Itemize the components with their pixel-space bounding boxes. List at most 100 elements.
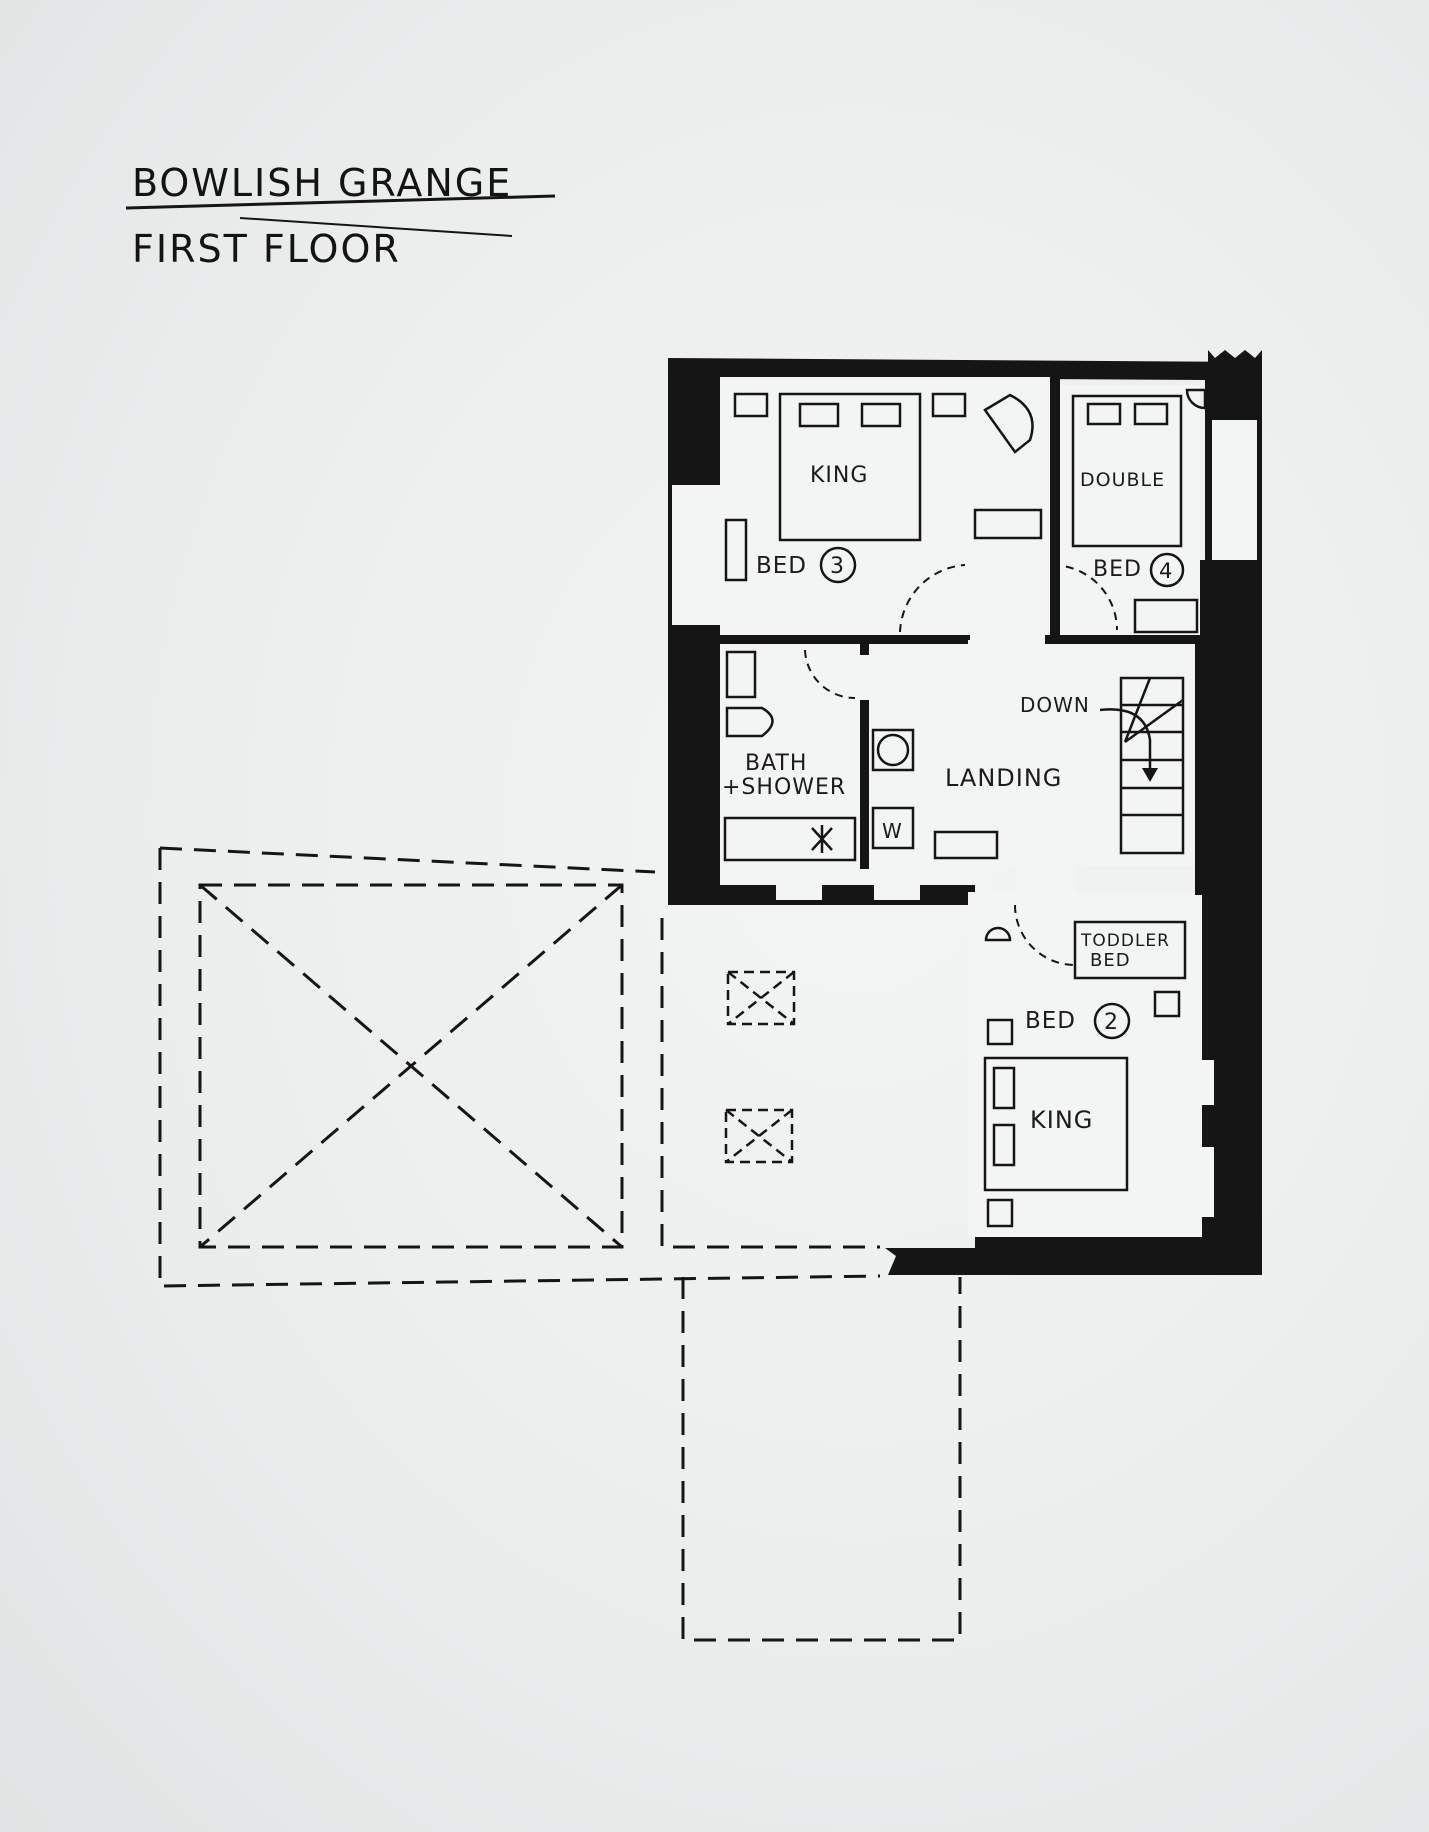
bed2-door-swing [1014,904,1076,966]
bed2-furniture [983,920,1187,1228]
landing-fixtures [871,676,1185,860]
bed2-bedside-3 [986,1198,1014,1228]
bed3-floor [720,377,1050,635]
bed4-number: 4 [1159,559,1173,583]
bed3-pillow-1 [798,402,840,428]
south-window-2 [874,870,920,900]
stair-treads [1121,677,1184,817]
bed4-pillow-1 [1086,402,1122,426]
roof-outline-left [158,848,881,1288]
bed3-doorway [970,633,1045,646]
cylinder-circle [876,733,910,767]
bed3-bedside-1 [733,392,769,418]
bathroom-label-line2: +SHOWER [722,775,846,800]
bed4-door-swing [1051,564,1118,631]
bed3-bedside-2 [931,392,967,418]
title-floor-name: FIRST FLOOR [132,227,401,271]
bed3-furniture [724,392,1043,582]
roof-inner-square [198,883,624,1249]
bed3-number-circle [819,546,857,584]
east-window [1212,420,1257,560]
washer-cupboard [871,806,915,850]
wall-bed4-landing [1045,635,1205,644]
bed4-corner-fitting [1185,388,1207,410]
bed3-radiator [724,518,748,582]
bed2-king-bed [983,1056,1129,1192]
landing-label: LANDING [945,764,1062,792]
toddler-bed [1073,920,1187,980]
door-swings [804,564,1118,966]
walls [668,358,1262,1275]
wall-bed3-bath [720,635,968,644]
stairs-label: DOWN [1020,693,1090,717]
bed2-east-window-1 [1192,1060,1214,1105]
bed4-dresser [1133,598,1199,634]
bed4-double-bed [1071,394,1183,548]
roof-outlines [158,846,962,1642]
title-underline-2 [239,217,513,237]
skylight-2 [724,1108,794,1164]
bed2-door-fitting [984,926,1012,942]
porch-outline [681,1277,962,1642]
bed4-number-circle [1149,552,1185,588]
skylight-1 [726,970,796,1026]
stair-arrow-head [1142,768,1158,782]
roof-outline-middle [660,918,880,1249]
bath-floor [720,644,860,864]
bathtub [723,816,857,862]
bed3-chair [983,393,1034,454]
roof-cross-2 [199,883,623,1249]
toilet [725,706,774,738]
roof-outline-top [159,846,656,874]
skylights [724,970,796,1164]
bed3-number: 3 [830,554,845,579]
bed2-bed-type: KING [1030,1106,1093,1134]
bed4-label: BED [1093,557,1142,582]
room-floors [672,377,1257,1217]
bed2-number: 2 [1104,1010,1119,1035]
chimney-top [1208,350,1262,380]
plan-title: BOWLISH GRANGE FIRST FLOOR [125,161,556,271]
bathroom-label-line1: BATH [745,751,807,776]
bed3-king-bed [778,392,922,542]
wall-east-thick [1195,560,1260,895]
toddler-bed-label-line2: BED [1090,950,1131,971]
bed3-bed-type: KING [810,463,868,488]
bed3-label: BED [756,553,807,579]
landing-floor [869,644,1195,866]
landing-cabinet [933,830,999,860]
bed2-bedside-1 [1153,990,1181,1018]
bed2-bedside-2 [986,1018,1014,1046]
shower-head-icon [811,825,833,853]
toddler-bed-label-line1: TODDLER [1080,931,1170,951]
wall-bath-landing [860,644,869,869]
stair-direction-arrow [1099,708,1152,775]
bed4-furniture [1071,388,1207,634]
wall-bed3-bed4 [1050,377,1060,642]
staircase [1119,676,1185,855]
bed2-east-window-2 [1192,1147,1214,1217]
bed2-pillow-1 [992,1066,1016,1110]
basin [725,650,757,699]
title-underline [125,194,556,210]
bathroom-fixtures [723,650,857,862]
bed3-door-swing [899,564,966,633]
south-window-1 [776,870,822,900]
bed2-label: BED [1025,1008,1076,1034]
bed4-pillow-2 [1133,402,1169,426]
bed4-bed-type: DOUBLE [1080,469,1165,491]
bath-doorway [857,655,872,700]
landing-to-bed2-door [1015,862,1075,902]
west-window [672,485,720,625]
bed3-pillow-2 [860,402,902,428]
washer-label: W [882,819,903,843]
bed4-floor [1060,385,1200,635]
bed2-pillow-2 [992,1123,1016,1167]
bed3-dresser [973,508,1043,540]
hot-water-cylinder [871,728,915,772]
bed2-floor [968,892,1202,1237]
bed2-number-circle [1093,1002,1131,1040]
door-openings [857,633,1045,700]
